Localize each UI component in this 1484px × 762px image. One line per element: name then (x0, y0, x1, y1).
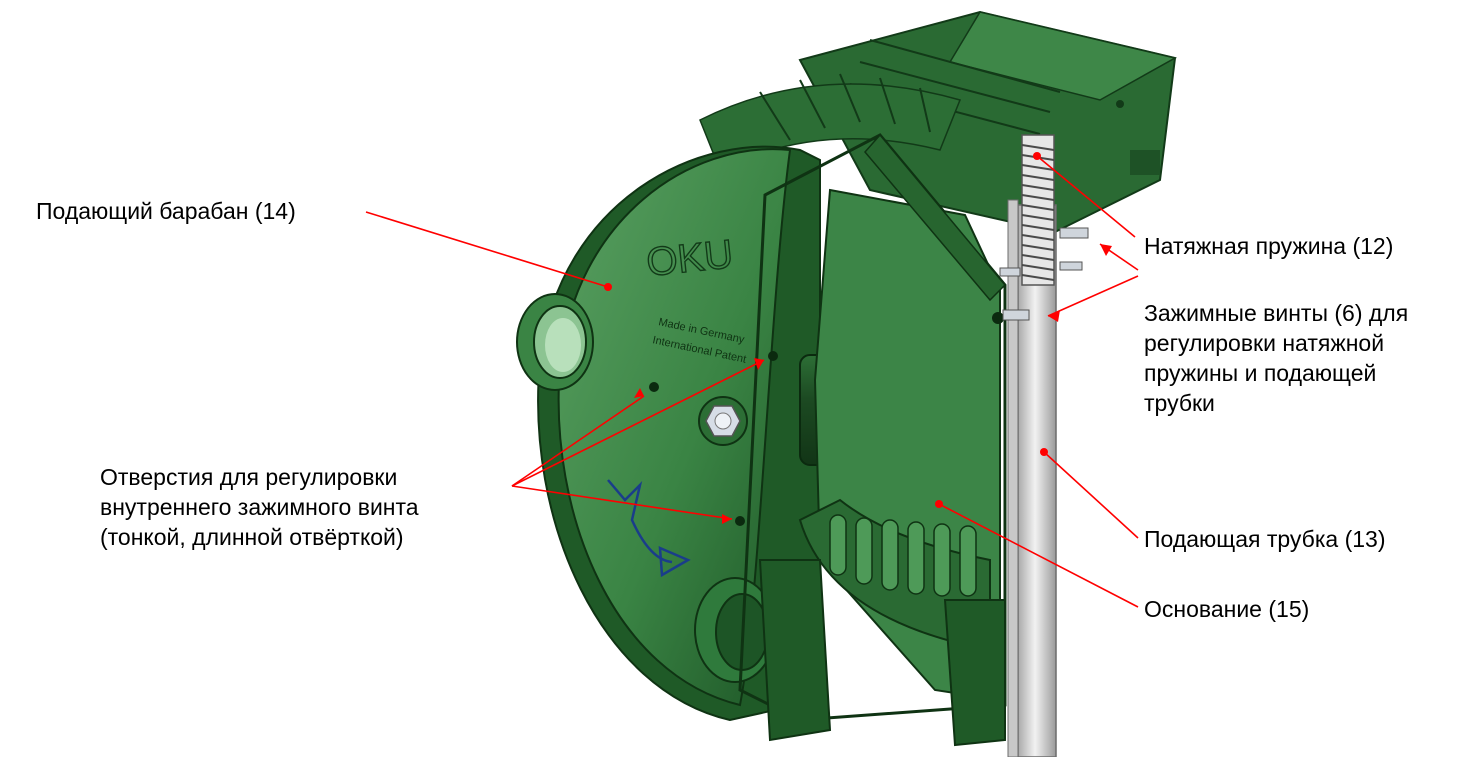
adjust-hole-1 (649, 382, 659, 392)
callout-holes-line-2: внутреннего зажимного винта (100, 494, 419, 520)
leader-markers (604, 152, 1112, 524)
leader-hole-1 (511, 395, 645, 487)
callout-feed-tube: Подающая трубка (13) (1144, 524, 1386, 554)
leader-hole-3 (511, 485, 733, 520)
adjust-hole-2 (768, 351, 778, 361)
callout-tube-text: Подающая трубка (13) (1144, 526, 1386, 552)
clamp-screw-upper (1059, 227, 1089, 239)
callout-screws-line-1: Зажимные винты (6) для (1144, 300, 1409, 326)
callout-holes-line-1: Отверстия для регулировки (100, 464, 398, 490)
callout-clamp-screws: Зажимные винты (6) для регулировки натяж… (1144, 298, 1408, 418)
callout-screws-line-4: трубки (1144, 390, 1215, 416)
adjust-hole-3 (735, 516, 745, 526)
rotation-arrow-icon (607, 479, 673, 564)
callout-screws-line-3: пружины и подающей (1144, 360, 1377, 386)
tension-spring (1021, 134, 1055, 286)
leader-drum (365, 211, 609, 288)
callout-adjust-holes: Отверстия для регулировки внутреннего за… (100, 462, 419, 552)
callout-tension-spring: Натяжная пружина (12) (1144, 231, 1393, 261)
callout-base: Основание (15) (1144, 594, 1309, 624)
callout-feed-drum-text: Подающий барабан (14) (36, 198, 296, 224)
leader-screw-lower (1047, 275, 1139, 317)
leader-lines (365, 155, 1139, 608)
callout-feed-drum: Подающий барабан (14) (36, 196, 296, 226)
leader-spring (1036, 155, 1136, 238)
leader-base (938, 503, 1139, 608)
logo-text: OKU (644, 232, 735, 285)
callout-spring-text: Натяжная пружина (12) (1144, 233, 1394, 259)
base-plate (738, 133, 1007, 747)
callout-screws-line-2: регулировки натяжной (1144, 330, 1385, 356)
leader-tube (1043, 451, 1139, 539)
callout-base-text: Основание (15) (1144, 596, 1310, 622)
clamp-screw-lower (1002, 309, 1030, 321)
clamp-screws (999, 227, 1089, 321)
leader-hole-2 (511, 359, 765, 487)
callout-holes-line-3: (тонкой, длинной отвёрткой) (100, 524, 404, 550)
